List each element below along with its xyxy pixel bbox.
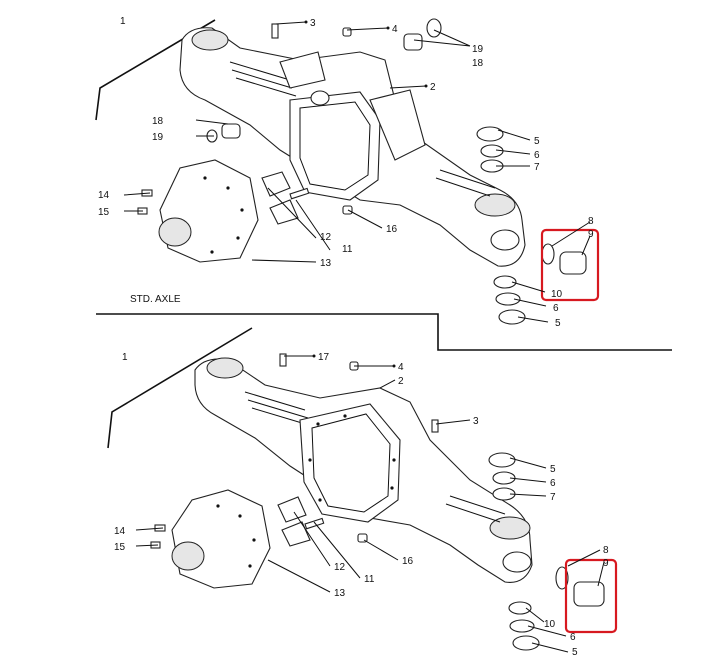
callout-2-bottom: 2 <box>398 376 404 387</box>
callout-12-bottom: 12 <box>334 562 346 573</box>
callout-6-top-lower: 6 <box>553 303 559 314</box>
top-assembly: 1 3 4 19 18 2 18 19 14 15 12 11 13 16 5 … <box>95 16 600 329</box>
screw-3-bottom <box>431 419 439 433</box>
assembly-bracket-bottom <box>107 327 253 449</box>
cap-12-bottom <box>277 496 307 523</box>
washer-8-top <box>541 243 555 265</box>
callout-14-bottom: 14 <box>114 526 126 537</box>
callout-8-top: 8 <box>588 216 594 227</box>
callout-5-bottom-upper: 5 <box>550 464 556 475</box>
callout-9-top: 9 <box>588 229 594 240</box>
callout-2-top: 2 <box>430 82 436 93</box>
callout-5-top-upper: 5 <box>534 136 540 147</box>
callout-16-top: 16 <box>386 224 398 235</box>
callout-6-bottom-upper: 6 <box>550 478 556 489</box>
bushing-18-top-left <box>221 123 241 139</box>
rack-detail-right-top <box>435 169 496 197</box>
leaders-top <box>123 21 591 323</box>
callout-6-bottom-lower: 6 <box>570 632 576 643</box>
plug-4-top <box>342 27 352 37</box>
callout-16-bottom: 16 <box>402 556 414 567</box>
callout-13-bottom: 13 <box>334 588 346 599</box>
cap-12b-top <box>269 199 299 225</box>
axle-bore-left-bottom <box>206 357 244 379</box>
bolt-11-top <box>289 187 310 200</box>
ring-6-bottom-lower <box>509 619 535 633</box>
bolt-11-bottom <box>304 517 325 530</box>
seal-5-top-lower <box>498 309 526 325</box>
axle-bore-right-bottom <box>489 516 531 540</box>
bottom-assembly: 1 17 4 2 3 14 15 12 11 13 16 5 6 7 8 9 1… <box>107 327 618 658</box>
callout-1-bottom: 1 <box>122 352 128 363</box>
diff-carrier-top <box>289 91 381 201</box>
section-divider <box>96 313 672 351</box>
callout-4-bottom: 4 <box>398 362 404 373</box>
screw-17-bottom <box>279 353 287 367</box>
callout-5-bottom-lower: 5 <box>572 647 578 658</box>
diff-carrier-inner-top <box>299 101 371 191</box>
ring-10-bottom <box>508 601 532 615</box>
housing-bore-bottom <box>171 541 205 571</box>
leaders-bottom <box>135 355 605 653</box>
bushing-9-top <box>559 251 587 275</box>
screw-3-top <box>271 23 279 39</box>
cap-12-top <box>261 171 291 197</box>
callout-5-top-lower: 5 <box>555 318 561 329</box>
ring-6-bottom-upper <box>492 471 516 485</box>
washer-19-top-right <box>426 18 442 38</box>
callout-1-top: 1 <box>120 16 126 27</box>
rack-detail-left-top <box>229 61 297 97</box>
callout-4-top: 4 <box>392 24 398 35</box>
callout-3-bottom: 3 <box>473 416 479 427</box>
diff-carrier-inner-bottom <box>311 413 391 513</box>
section-label: STD. AXLE <box>130 294 181 305</box>
cap-12b-bottom <box>281 521 311 547</box>
callout-3-top: 3 <box>310 18 316 29</box>
plug-16-top <box>342 205 353 215</box>
callout-15-bottom: 15 <box>114 542 126 553</box>
ring-10-top <box>493 275 517 289</box>
highlight-box-top <box>540 228 600 302</box>
callout-10-top: 10 <box>551 289 563 300</box>
assembly-bracket-top <box>95 19 216 121</box>
mount-block-top <box>279 51 326 89</box>
callout-8-bottom: 8 <box>603 545 609 556</box>
callout-10-bottom: 10 <box>544 619 556 630</box>
callout-11-bottom: 11 <box>364 574 375 585</box>
callout-18-top-left: 18 <box>152 116 164 127</box>
seal-5-bottom-upper <box>488 452 516 468</box>
ring-6-top-upper <box>480 144 504 158</box>
callout-19-top-left: 19 <box>152 132 164 143</box>
axle-bore-right-top <box>474 193 516 217</box>
axle-bore-left-top <box>191 29 229 51</box>
callout-9-bottom: 9 <box>603 558 609 569</box>
bushing-9-bottom <box>573 581 605 607</box>
seal-5-bottom-lower <box>512 635 540 651</box>
callout-17-bottom: 17 <box>318 352 330 363</box>
callout-11-top: 11 <box>342 244 353 255</box>
callout-7-top: 7 <box>534 162 540 173</box>
diff-box-top <box>369 89 426 161</box>
rack-detail-right-bottom <box>445 495 506 523</box>
callout-18-top-right: 18 <box>472 58 484 69</box>
bushing-18-top-right <box>403 33 423 51</box>
steering-knuckle-top <box>490 229 520 251</box>
callout-14-top: 14 <box>98 190 110 201</box>
pinion-boss-top <box>310 90 330 106</box>
callout-15-top: 15 <box>98 207 110 218</box>
housing-bore-top <box>158 217 192 247</box>
diff-housing-bottom <box>171 489 271 589</box>
ring-6-top-lower <box>495 292 521 306</box>
diff-housing-top <box>159 159 259 263</box>
callout-12-top: 12 <box>320 232 332 243</box>
steering-knuckle-bottom <box>502 551 532 573</box>
highlight-box-bottom <box>564 558 618 634</box>
callout-13-top: 13 <box>320 258 332 269</box>
callout-6-top-upper: 6 <box>534 150 540 161</box>
diff-carrier-bottom <box>299 403 401 523</box>
callout-7-bottom: 7 <box>550 492 556 503</box>
seal-5-top-upper <box>476 126 504 142</box>
callout-19-top-right: 19 <box>472 44 484 55</box>
